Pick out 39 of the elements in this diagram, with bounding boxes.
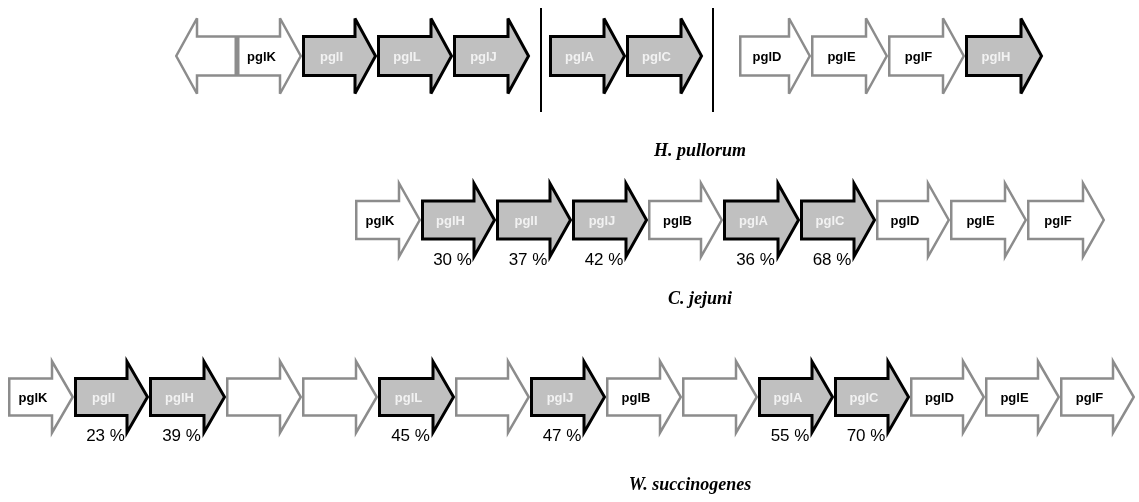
gene-block — [888, 17, 965, 95]
gene-block — [175, 17, 237, 95]
identity-percent: 39 % — [162, 426, 201, 446]
species-name: W. succinogenes — [628, 474, 752, 495]
identity-percent: 30 % — [433, 250, 472, 270]
gene-block — [549, 17, 626, 95]
gene-block — [811, 17, 888, 95]
gene-name: pglD — [751, 47, 783, 66]
gene-block — [237, 17, 302, 95]
identity-percent: 42 % — [584, 250, 624, 270]
gene-name: pglF — [903, 47, 934, 66]
gene-block — [739, 17, 811, 95]
gene-block — [965, 17, 1043, 95]
gene-name: pglK — [17, 388, 49, 407]
identity-percent: 70 % — [846, 426, 886, 446]
identity-percent: 47 % — [542, 426, 582, 446]
gene-name: pglD — [924, 388, 955, 407]
gene-block — [302, 17, 377, 95]
gene-name: pglK — [246, 47, 277, 66]
identity-percent: 37 % — [508, 250, 548, 270]
gene-name: pglB — [620, 388, 652, 407]
gene-name: pglF — [1043, 211, 1073, 230]
identity-percent: 55 % — [770, 426, 810, 446]
gene-name: pglB — [662, 211, 693, 230]
identity-percent: 36 % — [736, 250, 775, 270]
gene-name: pglD — [889, 211, 921, 230]
gene-block — [377, 17, 453, 95]
identity-percent: 23 % — [86, 426, 125, 446]
species-name: C. jejuni — [668, 288, 732, 309]
gene-name: pglE — [965, 211, 996, 230]
gene-block — [453, 17, 530, 95]
gene-name: pglE — [826, 47, 857, 66]
gene-block — [626, 17, 703, 95]
gene-name: pglE — [999, 388, 1030, 407]
gene-name: pglF — [1074, 388, 1105, 407]
gene-name: pglK — [364, 211, 396, 230]
species-name: H. pullorum — [654, 140, 746, 161]
identity-percent: 45 % — [391, 426, 430, 446]
identity-percent: 68 % — [812, 250, 852, 270]
